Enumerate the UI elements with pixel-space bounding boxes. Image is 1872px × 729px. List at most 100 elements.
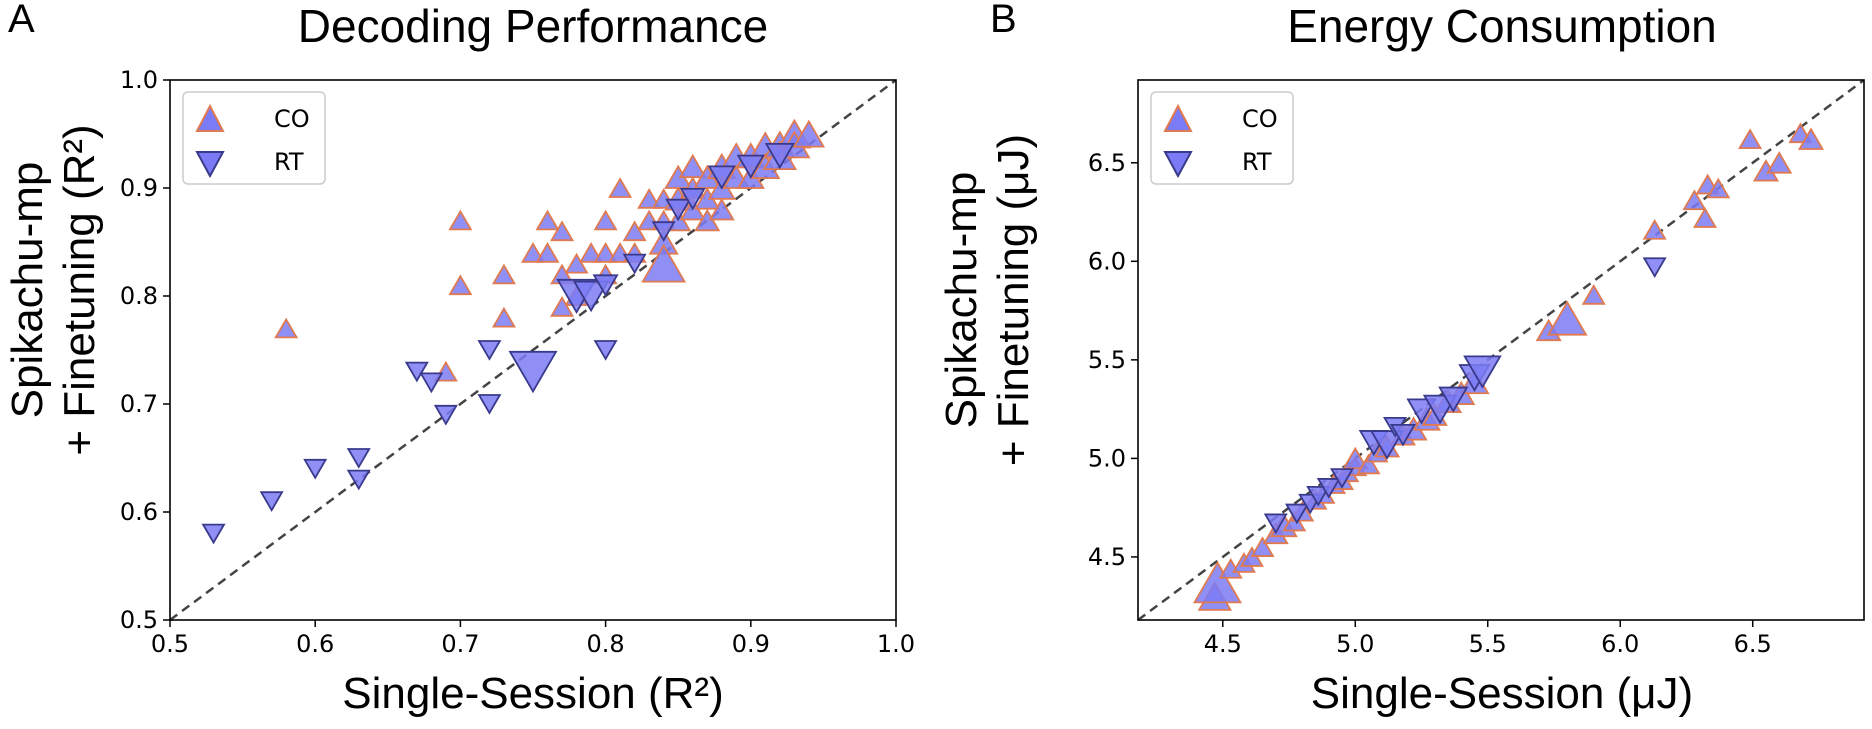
panel-b-co-point [1581, 284, 1606, 305]
panel-a-rt-point [419, 372, 444, 394]
panel-b-ylabel-line1: Spikachu-mp [937, 172, 986, 429]
panel-a-co-point [535, 242, 560, 263]
panel-b-rt-point [1330, 468, 1355, 489]
panel-a-ytick-label: 0.6 [120, 498, 158, 526]
panel-b-rt-point [1306, 485, 1331, 507]
panel-b-xtick-label: 5.0 [1336, 630, 1374, 658]
panel-a-rt-point [508, 350, 558, 394]
panel-a-ylabel-line1: Spikachu-mp [3, 162, 52, 419]
panel-b-rt-point [1642, 257, 1667, 279]
panel-b-ytick-label: 4.5 [1088, 543, 1126, 571]
panel-a-ytick-label: 0.9 [120, 174, 158, 202]
panel-a-co-point [448, 274, 473, 296]
panel-b-rt-point [1406, 398, 1437, 425]
panel-a-co-point [550, 296, 575, 317]
panel-a-co-point [641, 243, 687, 283]
panel-a-rt-point [679, 187, 706, 211]
panel-a-ylabel-line2: + Finetuning (R²) [55, 124, 104, 455]
panel-b-rt-point [1369, 430, 1405, 460]
panel-a-rt-point [477, 340, 502, 361]
panel-b-legend-rt-label: RT [1242, 148, 1272, 176]
panel-b-co-point [1546, 300, 1588, 336]
panel-a-rt-point [651, 221, 676, 242]
panel-a-co-point [622, 220, 647, 242]
panel-b-rt-point [1389, 423, 1417, 447]
panel-b-letter: B [990, 0, 1017, 41]
panel-b-xtick-label: 5.5 [1469, 630, 1507, 658]
panel-a-rt-point [593, 340, 618, 361]
panel-b-co-point [1192, 560, 1243, 604]
panel-a-co-point [564, 252, 589, 274]
panel-b-rt-point [1463, 355, 1502, 389]
panel-b-co-point [1693, 207, 1718, 228]
panel-b-ylabel-line2: + Finetuning (μJ) [989, 134, 1038, 466]
panel-a-co-point [593, 242, 618, 263]
panel-a-ytick-label: 1.0 [120, 66, 158, 94]
panel-a-legend-co-marker [195, 103, 225, 132]
panel-a-rt-point [592, 274, 619, 297]
panel-b-rt-point [1263, 513, 1288, 535]
panel-a-co-point [520, 242, 546, 263]
panel-b-xtick-label: 6.5 [1734, 630, 1772, 658]
panel-a-co-point [535, 209, 560, 231]
panel-a-co-point [678, 153, 707, 179]
panel-a-frame [169, 79, 897, 621]
panel-a-legend-co-label: CO [274, 105, 310, 133]
panel-a-rt-point [665, 198, 692, 222]
panel-b-legend-co-marker [1163, 103, 1193, 132]
panel-a-co-point [579, 242, 604, 263]
panel-a-rt-point [303, 458, 328, 480]
panel-a-co-point [274, 317, 299, 339]
panel-a-xtick-label: 0.5 [151, 630, 189, 658]
panel-a-legend-rt-marker [195, 151, 225, 179]
panel-b-co-point [1642, 218, 1667, 240]
panel-b-co-point [1766, 151, 1793, 174]
panel-a: A Decoding Performance Single-Session (R… [3, 0, 915, 718]
panel-b-legend-co-label: CO [1242, 105, 1278, 133]
panel-a-rt-point [572, 280, 610, 313]
panel-a-co-point [708, 197, 735, 221]
panel-b-ytick-label: 6.0 [1088, 247, 1126, 275]
panel-b-ytick-label: 5.0 [1088, 444, 1126, 472]
panel-a-co-point [792, 119, 826, 148]
panel-b-ytick-label: 5.5 [1088, 346, 1126, 374]
panel-a-xtick-label: 0.7 [441, 630, 479, 658]
panel-b-title: Energy Consumption [1287, 0, 1717, 52]
panel-b-co-point [1250, 536, 1275, 557]
panel-a-xtick-label: 0.6 [296, 630, 334, 658]
panel-a-rt-point [736, 154, 765, 179]
panel-a-rt-point [622, 253, 647, 275]
panel-a-xlabel: Single-Session (R²) [342, 669, 723, 718]
panel-b-legend: CO RT [1150, 91, 1294, 185]
panel-b-rt-point [1316, 478, 1341, 499]
panel-b-co-point [1682, 189, 1707, 211]
panel-a-rt-point [477, 394, 502, 415]
panel-a-ytick-label: 0.8 [120, 282, 158, 310]
panel-a-rt-point [346, 469, 371, 491]
panel-a-co-point [491, 306, 516, 328]
panel-a-rt-point [707, 165, 736, 190]
panel-b: B Energy Consumption Single-Session (μJ)… [937, 0, 1865, 718]
panel-b-rt-point [1438, 386, 1469, 413]
panel-b-xtick-label: 4.5 [1204, 630, 1242, 658]
panel-a-letter: A [8, 0, 35, 41]
panel-a-ytick-label: 0.5 [120, 606, 158, 634]
panel-b-co-point [1356, 453, 1381, 475]
panel-a-rt-point [201, 523, 226, 545]
panel-a-co-point [637, 188, 662, 209]
panel-a-co-point [593, 209, 618, 231]
panel-b-xtick-label: 6.0 [1601, 630, 1639, 658]
panel-a-xtick-label: 1.0 [877, 630, 915, 658]
panel-a-rt-point [764, 142, 795, 170]
panel-b-co-point [1706, 177, 1731, 199]
panel-a-xtick-label: 0.8 [587, 630, 625, 658]
panel-a-rt-point [346, 448, 371, 469]
panel-b-co-point [1738, 128, 1763, 150]
panel-a-legend: CO RT [182, 91, 326, 185]
panel-b-frame [1137, 79, 1865, 621]
panel-b-rt-point [1284, 503, 1309, 525]
panel-b-legend-rt-marker [1163, 151, 1193, 179]
